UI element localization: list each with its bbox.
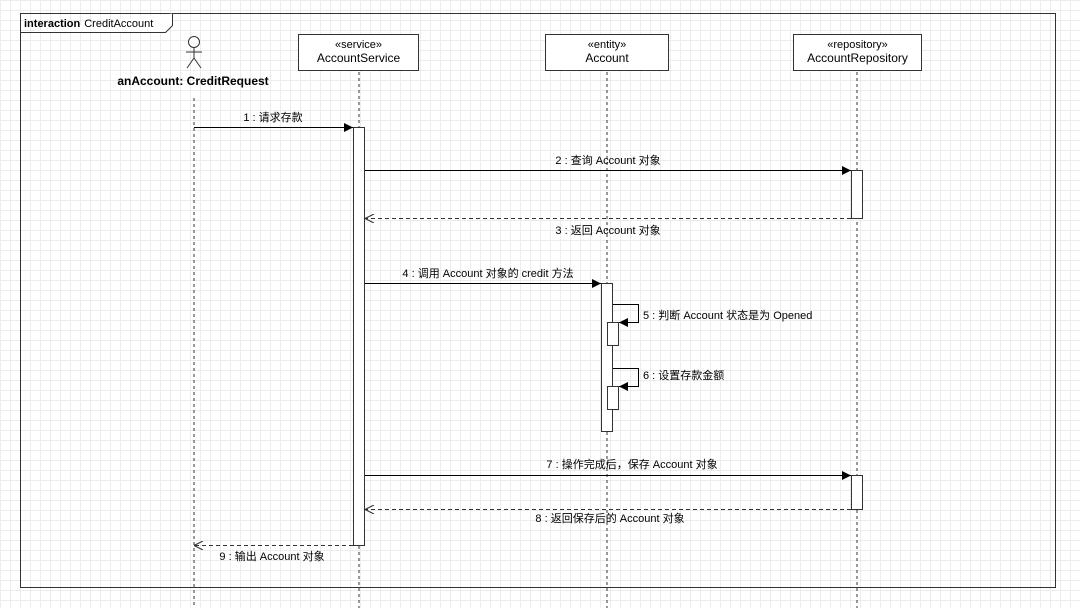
message-label: 2 : 查询 Account 对象 bbox=[555, 153, 660, 167]
message-1[interactable]: 1 : 请求存款 bbox=[194, 110, 353, 132]
frame-keyword: interaction bbox=[24, 18, 81, 30]
activation-account-self-6 bbox=[607, 386, 619, 410]
message-7[interactable]: 7 : 操作完成后，保存 Account 对象 bbox=[365, 457, 851, 480]
participant-stereotype: «repository» bbox=[827, 39, 888, 51]
message-4[interactable]: 4 : 调用 Account 对象的 credit 方法 bbox=[365, 266, 601, 288]
message-label: 3 : 返回 Account 对象 bbox=[555, 223, 660, 237]
activation-accountservice bbox=[353, 127, 365, 546]
message-5[interactable]: 5 : 判断 Account 状态是为 Opened bbox=[613, 304, 812, 327]
message-2[interactable]: 2 : 查询 Account 对象 bbox=[365, 153, 851, 175]
participant-account[interactable]: «entity» Account bbox=[545, 34, 669, 71]
participant-name: Account bbox=[585, 51, 629, 65]
message-label: 7 : 操作完成后，保存 Account 对象 bbox=[546, 457, 717, 471]
participant-stereotype: «entity» bbox=[588, 39, 627, 51]
message-label: 9 : 输出 Account 对象 bbox=[219, 549, 324, 563]
message-3[interactable]: 3 : 返回 Account 对象 bbox=[365, 219, 851, 238]
activation-account-self-5 bbox=[607, 322, 619, 346]
message-label: 8 : 返回保存后的 Account 对象 bbox=[535, 511, 684, 525]
message-8[interactable]: 8 : 返回保存后的 Account 对象 bbox=[365, 510, 851, 526]
participant-stereotype: «service» bbox=[335, 39, 382, 51]
message-label: 1 : 请求存款 bbox=[243, 110, 302, 124]
message-label: 4 : 调用 Account 对象的 credit 方法 bbox=[402, 266, 573, 280]
actor-stick-figure-icon[interactable] bbox=[186, 36, 202, 69]
message-9[interactable]: 9 : 输出 Account 对象 bbox=[194, 546, 353, 564]
participant-accountservice[interactable]: «service» AccountService bbox=[298, 34, 419, 71]
actor-name: anAccount: CreditRequest bbox=[117, 74, 268, 88]
participant-name: AccountRepository bbox=[807, 51, 908, 65]
participant-name: AccountService bbox=[317, 51, 401, 65]
participant-accountrepository[interactable]: «repository» AccountRepository bbox=[793, 34, 922, 71]
message-label: 6 : 设置存款金额 bbox=[643, 368, 724, 382]
frame-name: CreditAccount bbox=[84, 18, 153, 30]
activation-account bbox=[601, 283, 613, 432]
message-6[interactable]: 6 : 设置存款金额 bbox=[613, 368, 724, 391]
activation-repository-1 bbox=[851, 170, 863, 219]
message-label: 5 : 判断 Account 状态是为 Opened bbox=[643, 308, 812, 322]
activation-repository-2 bbox=[851, 475, 863, 510]
